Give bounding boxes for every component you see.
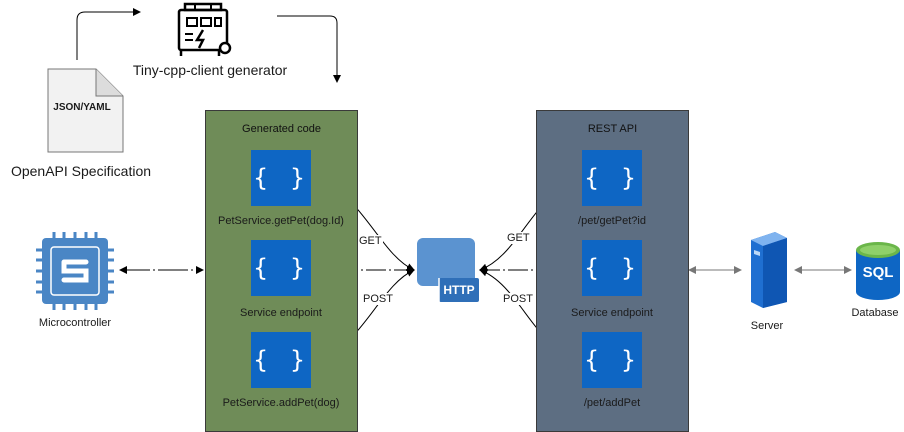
generated-code-item-3: PetService.addPet(dog) <box>222 397 340 409</box>
api-brace-icon-2: { } <box>582 240 642 296</box>
generator-label: Tiny-cpp-client generator <box>132 62 288 78</box>
generator-icon <box>175 2 235 58</box>
server-icon <box>745 232 789 308</box>
rest-api-title: REST API <box>587 123 638 135</box>
generated-code-item-1: PetService.getPet(dog.Id) <box>218 215 344 227</box>
code-brace-icon-1: { } <box>251 150 311 206</box>
code-brace-icon-2: { } <box>251 240 311 296</box>
generated-code-title: Generated code <box>242 123 321 135</box>
database-icon <box>853 240 903 302</box>
rest-api-item-2: Service endpoint <box>571 307 653 319</box>
post-left-label: POST <box>362 293 394 305</box>
generated-code-item-2: Service endpoint <box>240 307 322 319</box>
spec-document-icon <box>47 68 124 153</box>
database-label: Database <box>851 307 899 319</box>
rest-api-item-1: /pet/getPet?id <box>578 215 646 227</box>
http-badge-label: HTTP <box>443 283 475 297</box>
get-right-label: GET <box>506 232 531 244</box>
microcontroller-chip-icon <box>34 232 116 310</box>
spec-caption: OpenAPI Specification <box>10 163 152 179</box>
http-icon <box>417 238 479 304</box>
generator-to-code-arrow <box>277 15 341 83</box>
api-brace-icon-1: { } <box>582 150 642 206</box>
microcontroller-label: Microcontroller <box>38 317 112 329</box>
spec-document-label: JSON/YAML <box>53 102 111 113</box>
server-label: Server <box>750 320 784 332</box>
post-right-label: POST <box>502 293 534 305</box>
database-sql-text: SQL <box>862 264 894 281</box>
spec-to-generator-arrow <box>76 8 141 60</box>
code-brace-icon-3: { } <box>251 332 311 388</box>
api-brace-icon-3: { } <box>582 332 642 388</box>
get-left-label: GET <box>358 235 383 247</box>
rest-api-item-3: /pet/addPet <box>583 397 641 409</box>
